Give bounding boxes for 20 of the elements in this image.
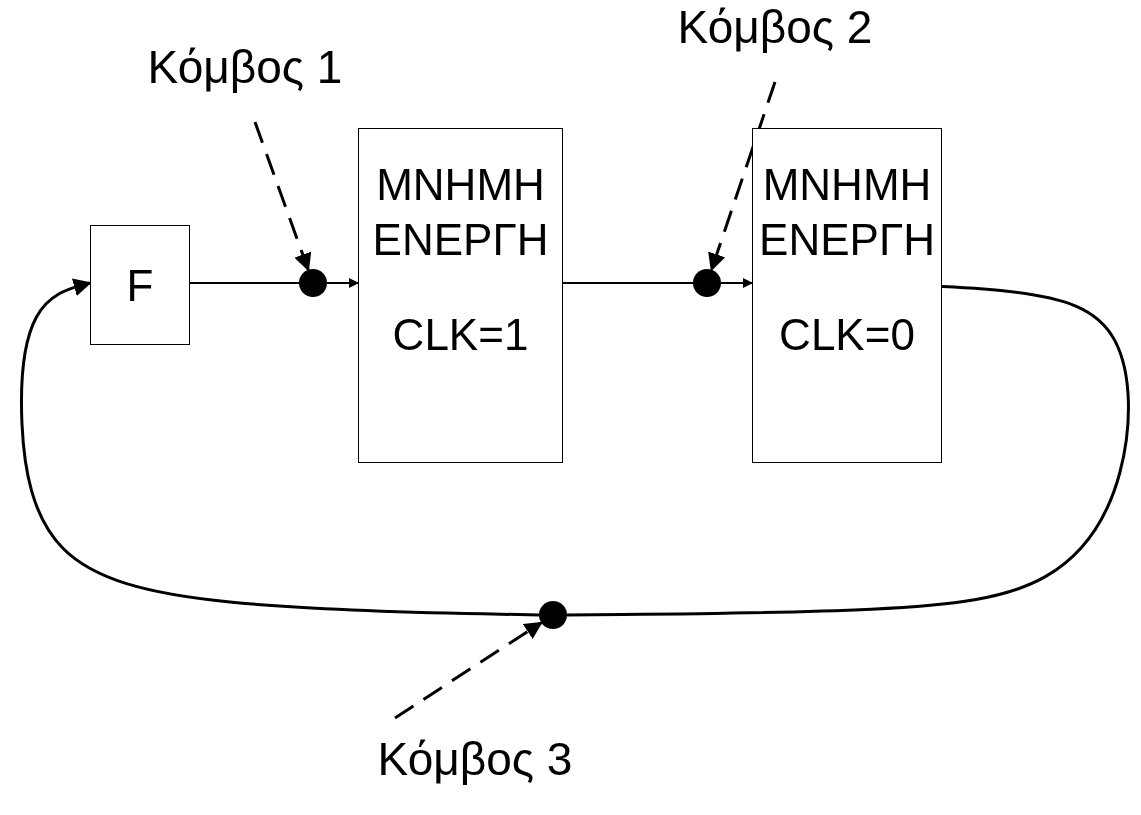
leader-line	[708, 81, 777, 272]
connector-arrow	[720, 278, 753, 288]
node-label: Κόμβος 2	[635, 0, 915, 70]
node-label: Κόμβος 3	[345, 732, 605, 802]
block-label: F	[125, 259, 155, 312]
junction-dot	[299, 269, 327, 297]
memory-block	[90, 225, 190, 345]
leader-line	[253, 121, 312, 272]
leader-line	[394, 621, 543, 720]
block-label: ΜΝΗΜΗ ΕΝΕΡΓΗ	[371, 159, 550, 266]
block-label: ΜΝΗΜΗ ΕΝΕΡΓΗ	[758, 159, 936, 266]
memory-block	[752, 128, 942, 463]
block-label: CLK=0	[778, 309, 916, 361]
connector-arrow	[20, 278, 540, 617]
node-label: Κόμβος 1	[95, 40, 395, 110]
junction-dot	[539, 601, 567, 629]
junction-dot	[693, 269, 721, 297]
block-label: CLK=1	[391, 309, 530, 361]
connector-arrow	[326, 278, 359, 288]
memory-block	[358, 128, 563, 463]
